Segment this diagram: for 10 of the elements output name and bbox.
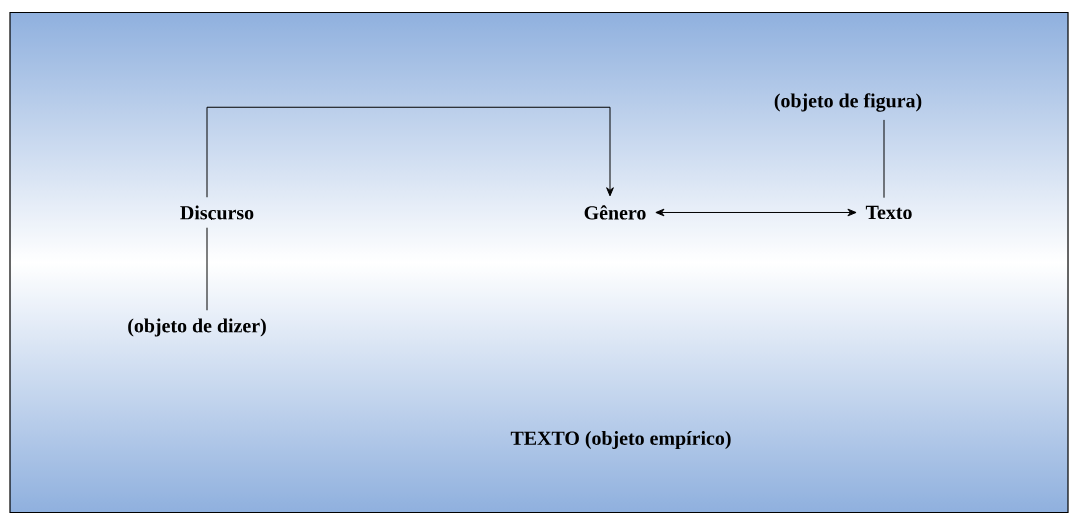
node-label: Discurso [180, 205, 254, 220]
node-label: (objeto de dizer) [128, 318, 266, 337]
node-label: Gênero [584, 205, 646, 220]
connector [655, 208, 857, 217]
connector [883, 119, 885, 199]
connector [206, 106, 614, 198]
node-label: (objeto de figura) [774, 93, 922, 112]
connector [206, 227, 208, 311]
node-label: Texto [865, 205, 912, 220]
frame-title: TEXTO (objeto empírico) [510, 430, 731, 450]
